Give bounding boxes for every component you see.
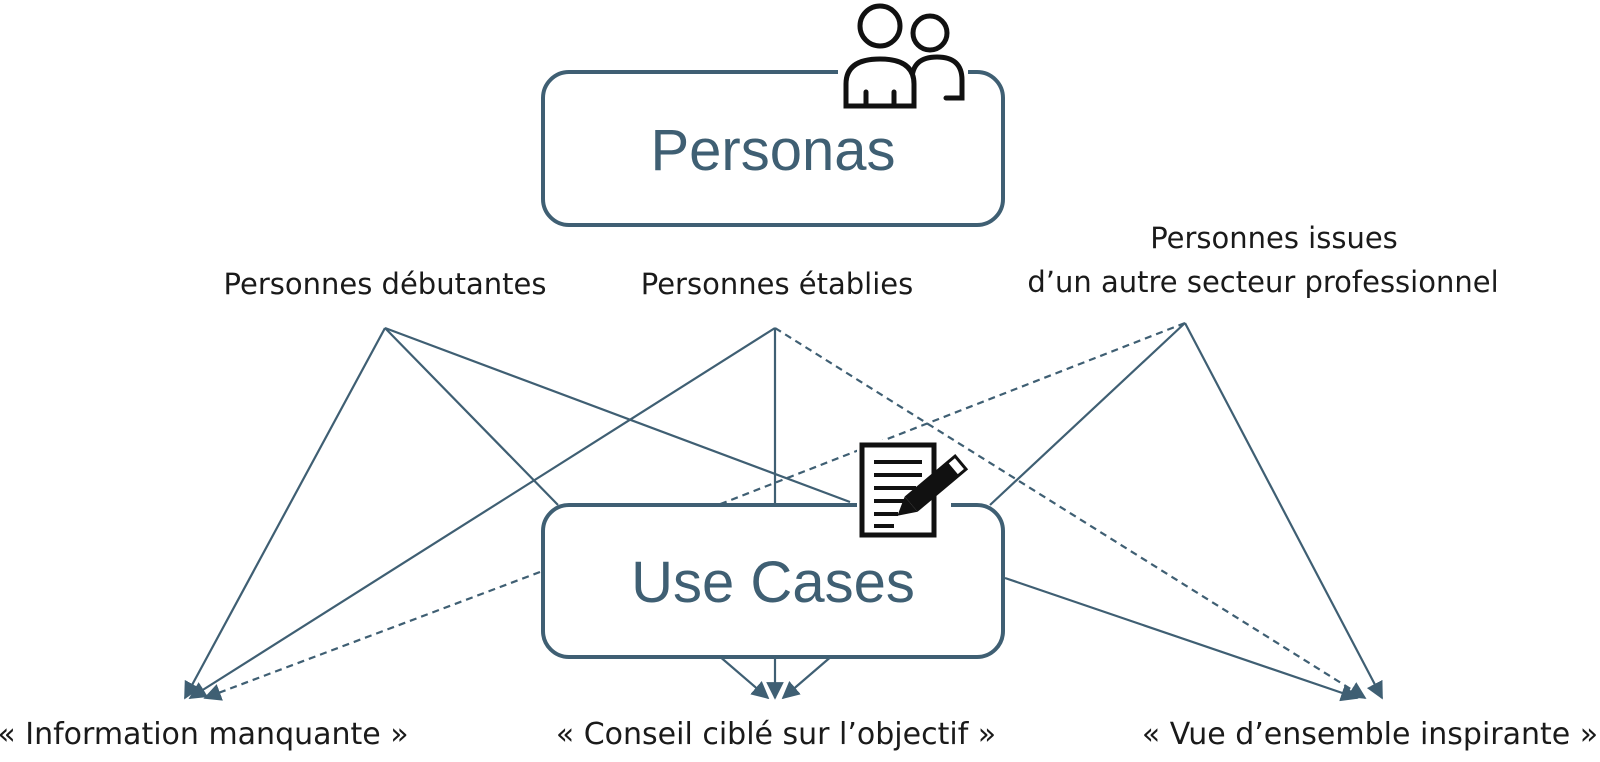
document-edit-icon: [857, 440, 969, 538]
usecases-box-label: Use Cases: [631, 550, 915, 615]
line-debutantes-to-usecases: [384, 327, 559, 506]
users-icon: [838, 3, 968, 110]
dashed-usecases-to-information: [203, 570, 541, 701]
label-personnes-issues-line2: d’un autre secteur professionnel: [1027, 265, 1498, 299]
label-personnes-etablies: Personnes établies: [641, 267, 913, 301]
arrow-autre-to-vue: [1184, 322, 1383, 700]
dashed-etablies-to-vue: [774, 327, 1367, 699]
label-information-manquante: « Information manquante »: [0, 717, 409, 752]
line-debutantes-to-usecases-icon: [384, 326, 851, 504]
label-conseil-cible: « Conseil ciblé sur l’objectif »: [556, 717, 996, 752]
label-vue-ensemble: « Vue d’ensemble inspirante »: [1142, 717, 1598, 752]
usecases-box: Use Cases: [541, 503, 1005, 659]
arrow-usecases-to-vue: [1004, 576, 1359, 702]
connector-lines: [184, 321, 1383, 702]
personas-box-label: Personas: [650, 118, 895, 183]
arrow-usecases-to-conseil-right: [781, 654, 834, 700]
label-personnes-issues-line1: Personnes issues: [1150, 221, 1398, 255]
arrow-etablies-to-information: [188, 327, 776, 699]
arrow-usecases-to-conseil-left: [717, 654, 770, 700]
arrow-debutantes-to-information: [184, 327, 386, 700]
line-autre-to-usecases: [989, 322, 1186, 506]
personas-box: Personas: [541, 70, 1005, 227]
label-personnes-debutantes: Personnes débutantes: [224, 267, 547, 301]
